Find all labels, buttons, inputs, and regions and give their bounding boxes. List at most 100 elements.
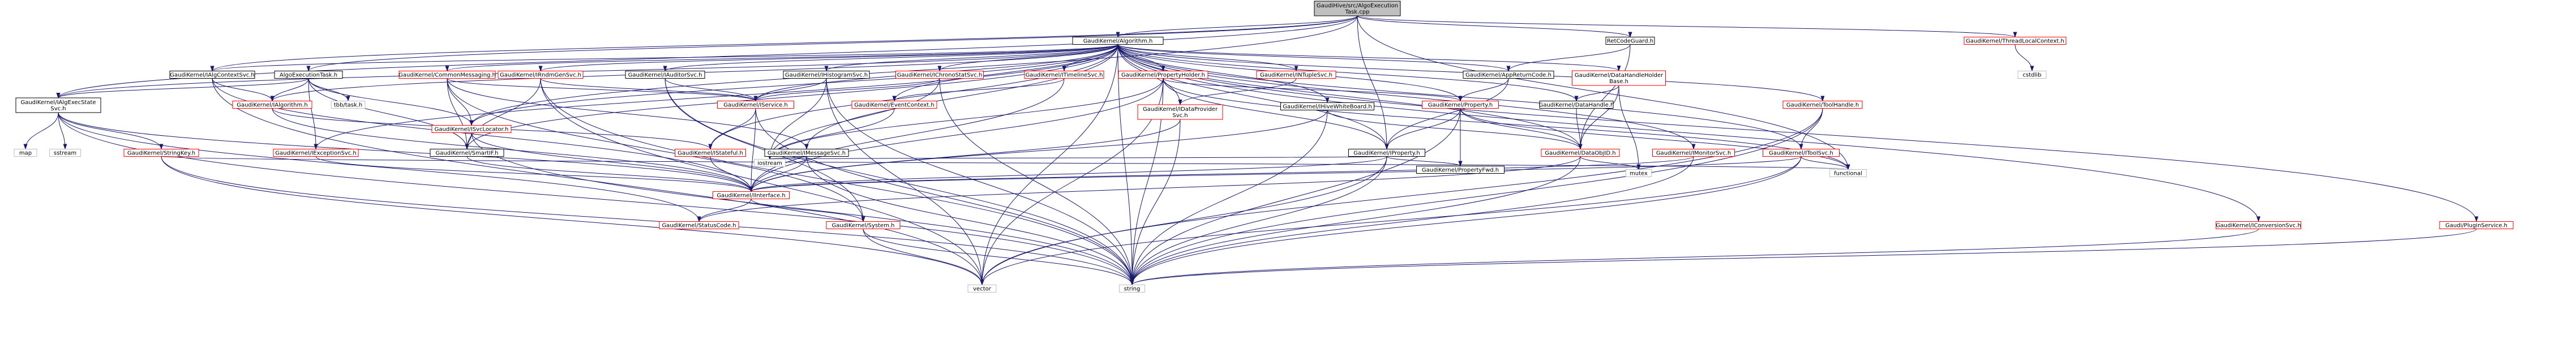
edge-algorithm_h-to-dataobjid [1117, 44, 1583, 150]
node-algorithm_h[interactable]: GaudiKernel/Algorithm.h [1072, 37, 1164, 45]
node-datahandle[interactable]: GaudiKernel/DataHandle.h [1539, 101, 1614, 109]
node-ichronostatsvc[interactable]: GaudiKernel/IChronoStatSvc.h [895, 71, 984, 79]
node-label-line: map [19, 150, 32, 157]
node-label-algorithm_h: GaudiKernel/Algorithm.h [1083, 38, 1153, 45]
node-label-line: GaudiKernel/ITimelineSvc.h [1026, 72, 1103, 79]
node-box-system_h [826, 221, 901, 229]
node-appreturncode[interactable]: GaudiKernel/AppReturnCode.h [1463, 71, 1554, 79]
node-ihistogramsvc[interactable]: GaudiKernel/IHistogramSvc.h [783, 71, 870, 79]
node-label-map: map [19, 150, 32, 157]
node-itimelinesvc[interactable]: GaudiKernel/ITimelineSvc.h [1024, 71, 1104, 79]
edge-datahandleholder-to-mutex [1618, 85, 1641, 170]
node-dataobjid[interactable]: GaudiKernel/DataObjID.h [1541, 149, 1620, 157]
node-pluginservice[interactable]: Gaudi/PluginService.h [2439, 221, 2514, 229]
node-label-line: functional [1834, 171, 1862, 177]
node-iinterface[interactable]: GaudiKernel/IInterface.h [713, 191, 790, 199]
node-box-ialgorithm [232, 101, 312, 109]
node-system_h[interactable]: GaudiKernel/System.h [826, 221, 901, 229]
node-label-line: GaudiKernel/CommonMessaging.h [398, 72, 496, 79]
edge-root-to-algoexectask_h [306, 15, 1358, 72]
node-iexceptionsvc[interactable]: GaudiKernel/IExceptionSvc.h [273, 149, 359, 157]
node-propertyholder[interactable]: GaudiKernel/PropertyHolder.h [1118, 71, 1208, 79]
edge-imessagesvc-to-string [806, 156, 1134, 286]
node-label-line: RetCodeGuard.h [1607, 38, 1653, 45]
edge-commonmessaging-to-iservice [447, 78, 758, 102]
edge-itoolsvc-to-string [1130, 156, 1802, 286]
node-label-functional: functional [1834, 171, 1862, 177]
node-label-line: GaudiKernel/Property.h [1428, 102, 1493, 109]
edge-ichronostatsvc-to-iostream [768, 78, 940, 160]
edge-algorithm_h-to-ihistogramsvc [824, 44, 1118, 72]
node-property_h[interactable]: GaudiKernel/Property.h [1422, 101, 1499, 109]
node-label-line: vector [973, 286, 992, 293]
node-retcodeguard[interactable]: RetCodeGuard.h [1605, 37, 1655, 45]
edge-algorithm_h-to-commonmessaging [445, 44, 1118, 72]
edge-retcodeguard-to-appreturncode [1506, 44, 1631, 72]
node-box-tbbtask [331, 101, 366, 109]
node-isvclocator[interactable]: GaudiKernel/ISvcLocator.h [431, 125, 512, 133]
node-label-line: GaudiKernel/Algorithm.h [1083, 38, 1153, 45]
node-box-intuplesvc [1256, 71, 1336, 79]
edge-algorithm_h-to-intuplesvc [1117, 44, 1298, 72]
node-label-isvclocator: GaudiKernel/ISvcLocator.h [435, 127, 509, 133]
node-label-iconversionsvc: GaudiKernel/IConversionSvc.h [2216, 223, 2301, 229]
node-irndmgensvc[interactable]: GaudiKernel/IRndmGenSvc.h [498, 71, 584, 79]
node-label-commonmessaging: GaudiKernel/CommonMessaging.h [398, 72, 496, 79]
node-iconversionsvc[interactable]: GaudiKernel/IConversionSvc.h [2215, 221, 2301, 229]
node-propertyfwd[interactable]: GaudiKernel/PropertyFwd.h [1416, 166, 1505, 174]
node-ieventcontext[interactable]: GaudiKernel/EventContext.h [851, 101, 937, 109]
edge-iservice-to-istateful [708, 108, 756, 150]
node-label-line: GaudiKernel/EventContext.h [854, 102, 934, 109]
node-iauditorsvc[interactable]: GaudiKernel/IAuditorSvc.h [625, 71, 705, 79]
node-iservice[interactable]: GaudiKernel/IService.h [717, 101, 794, 109]
node-stringkey[interactable]: GaudiKernel/StringKey.h [123, 149, 199, 157]
edge-algorithm_h-to-iproperty [1117, 44, 1389, 150]
node-label-line: GaudiKernel/StatusCode.h [662, 223, 736, 229]
edge-iconversionsvc-to-string [1130, 229, 2259, 286]
node-istateful[interactable]: GaudiKernel/IStateful.h [675, 149, 746, 157]
node-commonmessaging[interactable]: GaudiKernel/CommonMessaging.h [398, 71, 496, 79]
node-box-dataobjid [1541, 149, 1620, 157]
edge-root-to-iproperty [1357, 15, 1389, 150]
edge-ichronostatsvc-to-string [939, 78, 1134, 286]
node-label-iinterface: GaudiKernel/IInterface.h [717, 193, 785, 199]
node-itoolsvc[interactable]: GaudiKernel/IToolSvc.h [1763, 149, 1840, 157]
node-smartif[interactable]: GaudiKernel/SmartIF.h [430, 149, 504, 157]
node-label-line: Task.cpp [1345, 9, 1370, 15]
edge-iexceptionsvc-to-iinterface [315, 156, 753, 192]
node-ihivewhiteboard[interactable]: GaudiKernel/IHiveWhiteBoard.h [1280, 102, 1374, 110]
node-label-line: GaudiKernel/IAuditorSvc.h [628, 72, 702, 79]
node-iproperty[interactable]: GaudiKernel/IProperty.h [1348, 149, 1425, 157]
node-box-root [1314, 1, 1401, 16]
node-label-line: GaudiKernel/IHistogramSvc.h [785, 72, 868, 79]
edge-dataobjid-to-statuscode [697, 156, 1581, 222]
node-ialgorithm[interactable]: GaudiKernel/IAlgorithm.h [232, 101, 312, 109]
edge-algorithm_h-to-datahandleholder [1117, 44, 1621, 71]
node-statuscode[interactable]: GaudiKernel/StatusCode.h [659, 221, 739, 229]
edge-iexecstatesvc-to-string [58, 112, 1134, 286]
node-box-iostream [754, 159, 786, 167]
node-label-intuplesvc: GaudiKernel/INTupleSvc.h [1260, 72, 1332, 79]
edge-property_h-to-string [1130, 108, 1461, 286]
node-algoexectask_h[interactable]: AlgoExecutionTask.h [274, 71, 343, 79]
edge-itoolsvc-to-iinterface [749, 156, 1802, 192]
node-intuplesvc[interactable]: GaudiKernel/INTupleSvc.h [1256, 71, 1336, 79]
node-imessagesvc[interactable]: GaudiKernel/IMessageSvc.h [764, 149, 849, 157]
node-label-line: GaudiHive/src/AlgoExecution [1317, 3, 1398, 9]
node-ialgcontextsvc[interactable]: GaudiKernel/IAlgContextSvc.h [169, 71, 255, 79]
edge-iproperty-to-string [1130, 156, 1387, 286]
edge-algorithm_h-to-ialgcontextsvc [211, 44, 1118, 72]
node-label-iauditorsvc: GaudiKernel/IAuditorSvc.h [628, 72, 702, 79]
node-imonitorsvc[interactable]: GaudiKernel/IMonitorSvc.h [1652, 149, 1735, 157]
node-threadlocalctx[interactable]: GaudiKernel/ThreadLocalContext.h [1964, 37, 2067, 45]
node-label-smartif: GaudiKernel/SmartIF.h [436, 150, 499, 157]
node-label-line: GaudiKernel/IToolSvc.h [1769, 150, 1833, 157]
node-toolhandle[interactable]: GaudiKernel/ToolHandle.h [1782, 101, 1863, 109]
